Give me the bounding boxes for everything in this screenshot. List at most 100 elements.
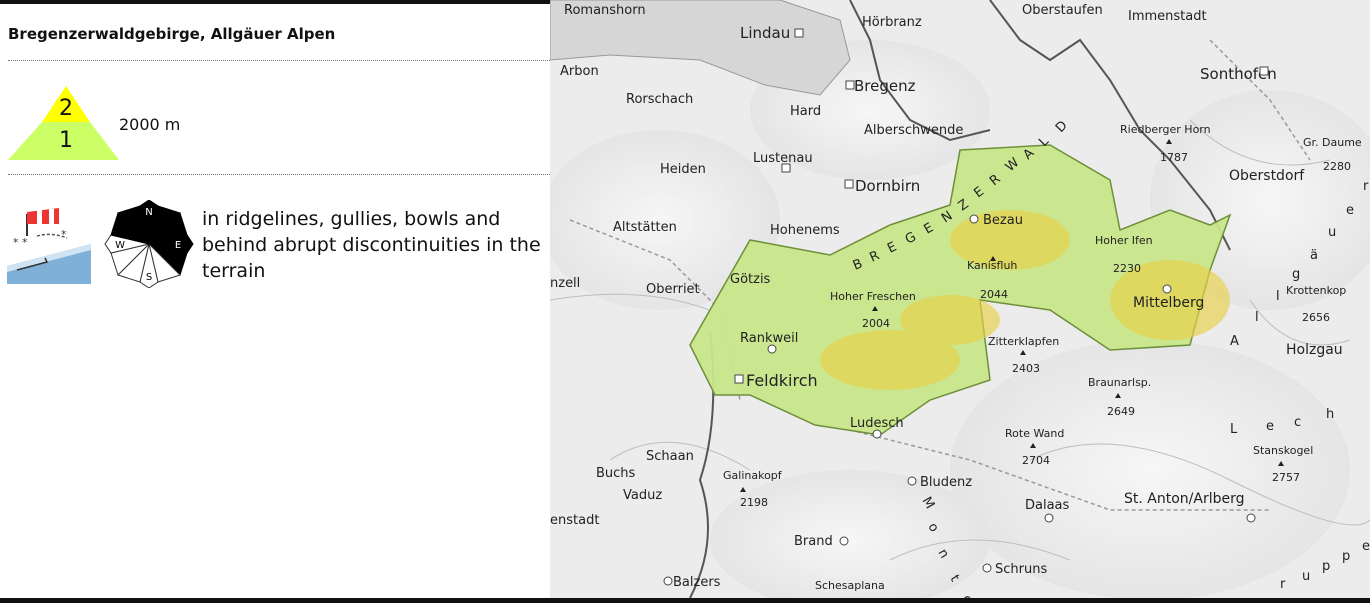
elevation-boundary: 2000 m bbox=[119, 115, 181, 134]
place-label: Alberschwende bbox=[864, 123, 963, 138]
svg-text:A: A bbox=[1230, 334, 1239, 349]
svg-text:p: p bbox=[1342, 549, 1350, 564]
place-label: Feldkirch bbox=[746, 371, 818, 390]
svg-text:t: t bbox=[947, 573, 963, 585]
problem-location-text: in ridgelines, gullies, bowls and behind… bbox=[202, 208, 541, 282]
place-label: Hoher Ifen bbox=[1095, 234, 1153, 247]
high-terrain-shading bbox=[820, 210, 1230, 390]
region-title: Bregenzerwaldgebirge, Allgäuer Alpen bbox=[8, 25, 336, 43]
place-label: 2649 bbox=[1107, 405, 1135, 418]
place-label: Romanshorn bbox=[564, 3, 646, 18]
place-label: Hoher Freschen bbox=[830, 290, 916, 303]
place-label: Krottenkop bbox=[1286, 284, 1346, 297]
place-label: 2230 bbox=[1113, 262, 1141, 275]
svg-text:c: c bbox=[1294, 415, 1301, 430]
place-label: Galinakopf bbox=[723, 469, 783, 482]
place-label: Bludenz bbox=[920, 475, 972, 490]
place-label: Stanskogel bbox=[1253, 444, 1313, 457]
place-label: Bregenz bbox=[854, 77, 916, 95]
place-label: Schaan bbox=[646, 449, 694, 464]
place-label: Oberriet bbox=[646, 282, 700, 297]
svg-text:e: e bbox=[1362, 539, 1370, 554]
svg-text:*: * bbox=[61, 228, 67, 241]
lower-danger-level: 1 bbox=[59, 128, 73, 153]
region-map[interactable]: Romanshorn Hörbranz Oberstaufen Immensta… bbox=[550, 0, 1370, 598]
place-label: Kanisfluh bbox=[967, 259, 1017, 272]
danger-level-icon: 2 1 bbox=[6, 84, 126, 164]
svg-text:B: B bbox=[851, 255, 868, 273]
divider bbox=[8, 60, 550, 61]
place-label: 2757 bbox=[1272, 471, 1300, 484]
svg-text:l: l bbox=[1255, 310, 1259, 325]
place-label: Buchs bbox=[596, 466, 636, 481]
place-label: Hörbranz bbox=[862, 15, 922, 30]
lake bbox=[550, 0, 851, 96]
svg-text:e: e bbox=[1346, 203, 1354, 218]
upper-danger-level: 2 bbox=[59, 96, 73, 121]
range-label-ferwall: r u p p e bbox=[1280, 539, 1370, 592]
upper-level-fill bbox=[42, 86, 90, 122]
place-label: enstadt bbox=[550, 513, 599, 528]
svg-text:N: N bbox=[145, 207, 152, 218]
place-label: Arbon bbox=[560, 64, 599, 79]
bottom-border bbox=[0, 598, 1370, 603]
divider bbox=[8, 174, 550, 175]
place-label: Dornbirn bbox=[855, 177, 920, 195]
place-label: Vaduz bbox=[623, 488, 662, 503]
place-label: Hard bbox=[790, 104, 821, 119]
place-label: Oberstaufen bbox=[1022, 3, 1103, 18]
svg-text:G: G bbox=[903, 228, 922, 247]
place-label: Lustenau bbox=[753, 151, 813, 166]
svg-text:g: g bbox=[1292, 267, 1300, 282]
place-label: Immenstadt bbox=[1128, 9, 1207, 24]
place-label: Braunarlsp. bbox=[1088, 376, 1151, 389]
place-label: Hohenems bbox=[770, 223, 840, 238]
svg-text:r: r bbox=[1280, 577, 1286, 592]
svg-text:r: r bbox=[1363, 179, 1369, 194]
svg-text:ä: ä bbox=[1310, 248, 1318, 263]
svg-text:L: L bbox=[1230, 422, 1238, 437]
place-label: Altstätten bbox=[613, 220, 677, 235]
danger-pyramid bbox=[8, 86, 119, 160]
place-label: Schruns bbox=[995, 562, 1047, 577]
svg-text:u: u bbox=[1328, 225, 1336, 240]
wind-slab-icon: * * * bbox=[7, 204, 91, 288]
place-label: Brand bbox=[794, 534, 833, 549]
svg-text:e: e bbox=[1266, 419, 1274, 434]
svg-text:W: W bbox=[115, 240, 125, 251]
place-label: Ludesch bbox=[850, 416, 904, 431]
place-label: Mittelberg bbox=[1133, 295, 1204, 311]
svg-text:u: u bbox=[1302, 569, 1310, 584]
place-label: Dalaas bbox=[1025, 498, 1070, 513]
place-label: nzell bbox=[550, 276, 580, 291]
place-label: Balzers bbox=[673, 575, 721, 590]
place-label: Zitterklapfen bbox=[988, 335, 1059, 348]
bulletin-panel: Bregenzerwaldgebirge, Allgäuer Alpen 2 1… bbox=[0, 4, 550, 598]
place-label: Holzgau bbox=[1286, 342, 1343, 358]
svg-text:o: o bbox=[959, 593, 976, 599]
place-label: Götzis bbox=[730, 272, 771, 287]
place-label: 2704 bbox=[1022, 454, 1050, 467]
svg-text:h: h bbox=[1326, 407, 1334, 422]
place-label: 2004 bbox=[862, 317, 890, 330]
place-label: Bezau bbox=[983, 213, 1023, 228]
map-canvas[interactable]: Romanshorn Hörbranz Oberstaufen Immensta… bbox=[550, 0, 1370, 598]
place-label: St. Anton/Arlberg bbox=[1124, 491, 1245, 507]
place-label: Rankweil bbox=[740, 331, 798, 346]
place-label: 2403 bbox=[1012, 362, 1040, 375]
svg-text:l: l bbox=[1276, 289, 1280, 304]
svg-text:S: S bbox=[146, 272, 152, 283]
place-markers bbox=[663, 28, 1284, 586]
place-label: Heiden bbox=[660, 162, 706, 177]
place-label: Gr. Daume bbox=[1303, 136, 1362, 149]
place-label: Riedberger Horn bbox=[1120, 123, 1211, 136]
range-label-lechtal: L e c h bbox=[1230, 407, 1334, 437]
place-label: Lindau bbox=[740, 24, 790, 42]
svg-text:R: R bbox=[868, 247, 885, 266]
place-label: 2198 bbox=[740, 496, 768, 509]
place-label: Oberstdorf bbox=[1229, 168, 1305, 184]
svg-text:p: p bbox=[1322, 559, 1330, 574]
place-label: Rote Wand bbox=[1005, 427, 1064, 440]
svg-text:E: E bbox=[175, 240, 181, 251]
place-label: 2656 bbox=[1302, 311, 1330, 324]
